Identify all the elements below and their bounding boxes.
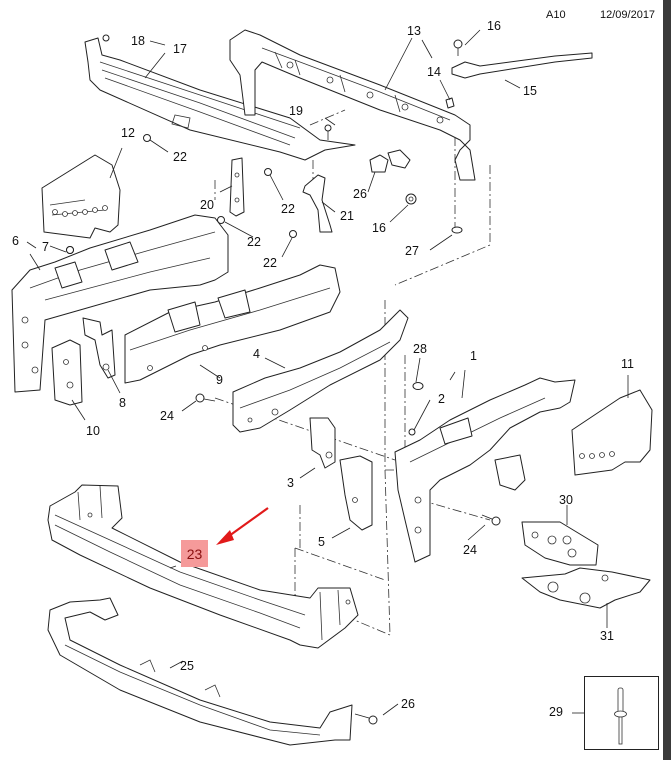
part-26-screw[interactable]	[354, 713, 378, 725]
callout-31[interactable]: 31	[600, 629, 614, 643]
part-3-bracket[interactable]	[309, 417, 336, 469]
callout-25[interactable]: 25	[180, 659, 194, 673]
part-1-right-rail[interactable]	[394, 377, 576, 563]
callout-20[interactable]: 20	[200, 198, 214, 212]
part-13-radiator-support[interactable]	[229, 29, 476, 181]
part-6-left-rail[interactable]	[11, 214, 229, 393]
part-18-bolt[interactable]	[102, 34, 110, 42]
callout-27[interactable]: 26	[353, 187, 367, 201]
part-5-bracket[interactable]	[339, 455, 373, 531]
part-30-plate[interactable]	[521, 521, 599, 566]
callout-13[interactable]: 13	[407, 24, 421, 38]
callout-24-a[interactable]: 24	[160, 409, 174, 423]
rivet-inset-box	[584, 676, 659, 750]
part-24-bolts[interactable]	[195, 393, 501, 526]
callout-1[interactable]: 1	[470, 349, 477, 363]
part-2-nut[interactable]	[408, 428, 416, 436]
part-10-bracket[interactable]	[51, 339, 83, 406]
highlight-arrow	[216, 507, 269, 545]
callout-22-b[interactable]: 22	[281, 202, 295, 216]
callout-28-top[interactable]: 27	[405, 244, 419, 258]
callout-15[interactable]: 15	[523, 84, 537, 98]
callout-14[interactable]: 14	[427, 65, 441, 79]
leader-lines	[26, 29, 629, 716]
part-9-middle-rail[interactable]	[124, 264, 341, 384]
part-8-bracket[interactable]	[82, 317, 116, 379]
part-21-bracket[interactable]	[302, 174, 333, 233]
highlighted-part-23[interactable]: 23	[181, 540, 208, 567]
callout-21[interactable]: 21	[340, 209, 354, 223]
callout-28-b[interactable]: 28	[413, 342, 427, 356]
callout-4[interactable]: 4	[253, 347, 260, 361]
callout-16-b[interactable]: 16	[372, 221, 386, 235]
callout-12[interactable]: 12	[121, 126, 135, 140]
callout-26[interactable]: 26	[401, 697, 415, 711]
part-28-washer-lower[interactable]	[412, 382, 424, 390]
part-31-plate[interactable]	[521, 567, 651, 609]
part-12-left-panel[interactable]	[41, 154, 121, 239]
part-27-clips[interactable]	[369, 149, 411, 173]
part-28-washer-top[interactable]	[451, 226, 463, 234]
callout-22-c[interactable]: 22	[247, 235, 261, 249]
callout-16-top[interactable]: 16	[487, 19, 501, 33]
callout-5[interactable]: 5	[318, 535, 325, 549]
callout-24-b[interactable]: 24	[463, 543, 477, 557]
part-20-bracket[interactable]	[229, 157, 245, 217]
assembly-lines	[214, 109, 491, 636]
part-4-rail-lower[interactable]	[232, 309, 409, 433]
diagram-date: 12/09/2017	[600, 9, 656, 21]
part-7-nut[interactable]	[66, 246, 74, 254]
part-16-bolt-top[interactable]	[453, 39, 463, 56]
part-23-bumper-bar[interactable]	[47, 484, 359, 649]
callout-30[interactable]: 30	[559, 493, 573, 507]
callout-9[interactable]: 9	[216, 373, 223, 387]
callout-22-d[interactable]: 22	[263, 256, 277, 270]
callout-2[interactable]: 2	[438, 392, 445, 406]
callout-6[interactable]: 6	[12, 234, 19, 248]
callout-19[interactable]: 19	[289, 104, 303, 118]
callout-3[interactable]: 3	[287, 476, 294, 490]
part-14-clip[interactable]	[445, 97, 455, 109]
callout-7[interactable]: 7	[42, 240, 49, 254]
window-edge	[663, 0, 671, 760]
callout-29[interactable]: 29	[549, 705, 563, 719]
part-16-nut[interactable]	[405, 193, 417, 205]
callout-10[interactable]: 10	[86, 424, 100, 438]
callout-17[interactable]: 17	[173, 42, 187, 56]
part-19-bolt[interactable]	[324, 124, 332, 140]
part-11-right-panel[interactable]	[571, 389, 653, 476]
callout-8[interactable]: 8	[119, 396, 126, 410]
callout-11[interactable]: 11	[621, 357, 634, 371]
part-15-brace[interactable]	[451, 52, 593, 79]
callout-22-a[interactable]: 22	[173, 150, 187, 164]
diagram-code: A10	[546, 9, 566, 21]
callout-18[interactable]: 18	[131, 34, 145, 48]
part-25-absorber[interactable]	[47, 597, 353, 746]
part-17-upper-tie-bar[interactable]	[84, 37, 356, 161]
